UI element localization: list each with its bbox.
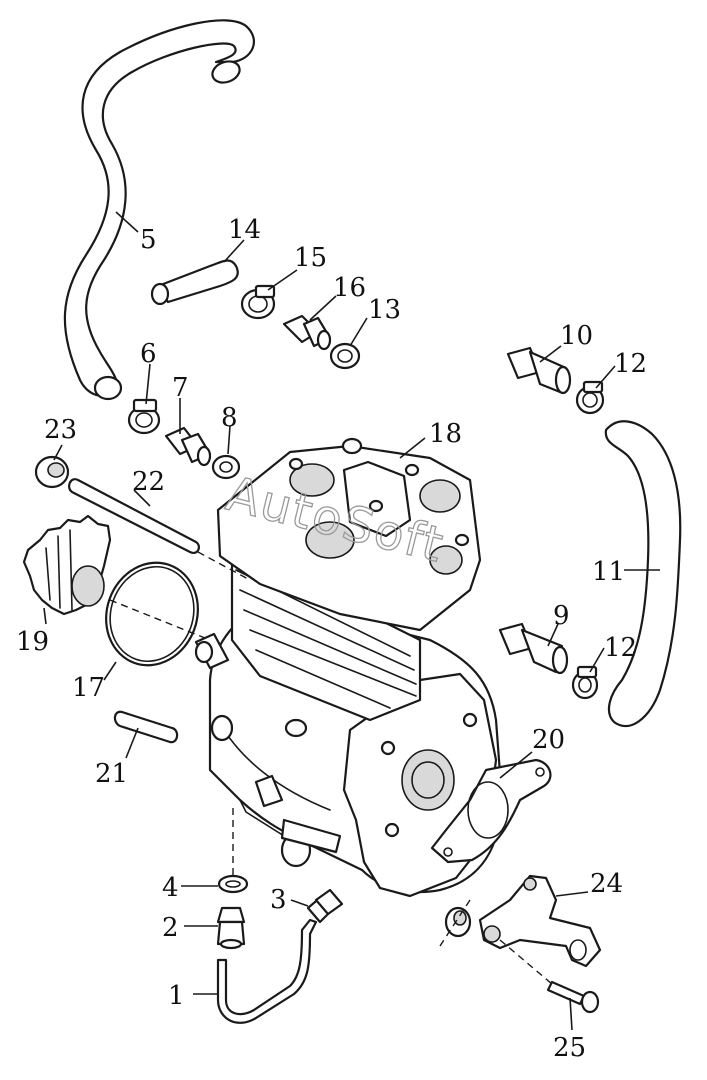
washer-part-4	[217, 874, 249, 894]
body-bottom-plugs	[254, 774, 342, 868]
clamp-part-6	[127, 398, 161, 435]
clamp-part-12-upper	[575, 380, 605, 415]
callout-23: 23	[44, 415, 77, 445]
fitting-part-2	[216, 906, 246, 950]
pin-part-22	[68, 478, 200, 554]
callout-25: 25	[553, 1033, 586, 1063]
gear-part-19	[22, 514, 112, 616]
callout-24: 24	[590, 869, 623, 899]
callout-15: 15	[294, 243, 327, 273]
callout-2: 2	[162, 913, 179, 943]
callout-1: 1	[168, 981, 185, 1011]
o-ring-part-17	[105, 561, 199, 667]
washer-part-8	[211, 454, 241, 480]
hose-part-14	[150, 259, 239, 306]
pin-part-21	[113, 710, 179, 744]
washer-part-13	[329, 342, 361, 370]
callout-16: 16	[333, 273, 366, 303]
callout-9: 9	[553, 601, 570, 631]
fitting-part-7	[164, 426, 212, 467]
callout-7: 7	[172, 373, 189, 403]
clamp-part-15	[240, 284, 276, 320]
callout-8: 8	[221, 403, 238, 433]
callout-18: 18	[429, 419, 462, 449]
fitting-part-16	[282, 314, 332, 351]
fitting-part-10	[506, 346, 572, 395]
hose-part-11	[604, 420, 682, 728]
cylinder-head-part-18	[216, 437, 482, 632]
callout-19: 19	[16, 627, 49, 657]
bushing-part-23	[34, 455, 70, 489]
callout-14: 14	[228, 215, 261, 245]
gasket-part-20	[430, 758, 552, 864]
callout-labels: 1 2 3 4 5 6 7 8 9 10 11 12 12 13 14 15 1…	[16, 215, 647, 1063]
bracket-part-24	[478, 874, 602, 968]
callout-3: 3	[270, 885, 287, 915]
clamp-part-12-lower	[571, 665, 599, 700]
callout-20: 20	[532, 725, 565, 755]
leader-lines	[43, 211, 660, 1031]
callout-10: 10	[560, 321, 593, 351]
callout-12-upper: 12	[614, 349, 647, 379]
fitting-part-9	[498, 622, 569, 675]
callout-21: 21	[95, 759, 128, 789]
callout-11: 11	[592, 557, 625, 587]
bolt-part-25	[546, 980, 600, 1014]
hose-part-5	[63, 19, 255, 401]
fitting-part-3	[306, 888, 344, 924]
callout-12-lower: 12	[604, 633, 637, 663]
bushing-lower	[444, 906, 472, 938]
alignment-lines	[109, 551, 553, 985]
callout-22: 22	[132, 467, 165, 497]
callout-4: 4	[162, 873, 179, 903]
pipe-part-1	[216, 918, 318, 1024]
callout-6: 6	[140, 339, 157, 369]
callout-17: 17	[72, 673, 105, 703]
callout-5: 5	[140, 225, 157, 255]
callout-13: 13	[368, 295, 401, 325]
